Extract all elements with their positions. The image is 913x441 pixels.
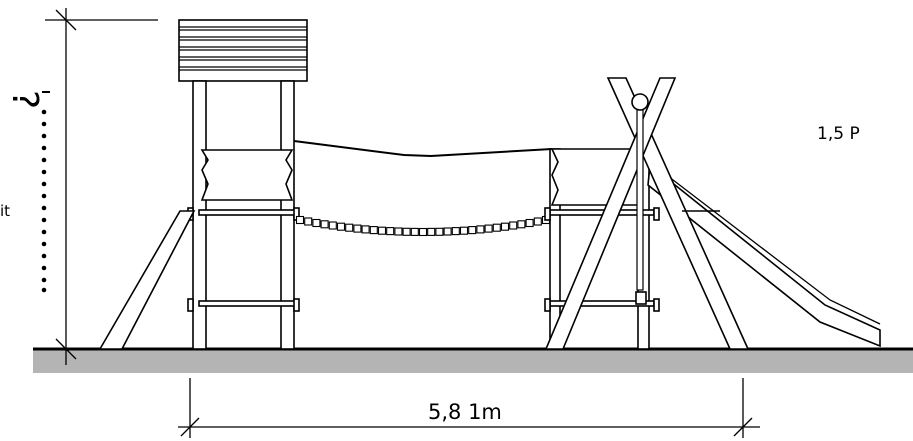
chain-bridge	[295, 215, 551, 237]
chain-link	[402, 227, 411, 236]
roof-boards	[179, 26, 307, 71]
chain-link	[509, 221, 518, 230]
ground	[33, 347, 913, 373]
height-dimension	[45, 8, 158, 365]
chain-link	[377, 226, 387, 235]
chain-link	[353, 224, 362, 233]
ground-band	[33, 350, 913, 373]
slide-chute	[647, 163, 881, 348]
chain-link	[345, 223, 354, 232]
chain-link	[336, 222, 346, 231]
left-cut-text: it	[0, 202, 10, 220]
chain-link	[484, 224, 493, 233]
unknown-height-mark: ?	[4, 90, 45, 109]
a-frame-top-bolt	[631, 93, 649, 111]
chain-link	[476, 225, 485, 234]
chain-link	[361, 225, 370, 234]
chain-link	[492, 223, 501, 232]
chain-link	[468, 226, 477, 235]
tower-deck-beam	[198, 209, 296, 216]
chain-link	[304, 217, 313, 226]
chain-link	[320, 220, 329, 229]
capacity-label: 1,5 P	[817, 124, 860, 144]
chain-link	[500, 222, 510, 231]
unknown-height-dotted-line	[41, 109, 47, 293]
chain-link	[427, 227, 436, 236]
chain-link	[410, 227, 419, 236]
a-frame-hanger	[636, 109, 644, 291]
chain-link	[451, 227, 460, 236]
chain-link	[517, 220, 526, 229]
bridge-top-rope	[293, 140, 553, 158]
chain-link	[369, 226, 378, 235]
chain-link	[295, 215, 305, 225]
slide-rail	[659, 169, 881, 325]
tower-brace	[98, 210, 196, 350]
span-dimension	[178, 378, 760, 438]
chain-link	[525, 218, 534, 228]
chain-link	[394, 227, 403, 236]
left-tower	[98, 19, 308, 350]
span-label: 5,8 1m	[428, 400, 502, 424]
right-tower	[544, 77, 881, 350]
chain-link	[418, 227, 428, 237]
chain-link	[443, 227, 452, 236]
tower-lower-beam	[198, 300, 296, 307]
chain-link	[533, 217, 542, 226]
chain-link	[312, 218, 321, 228]
chain-link	[459, 226, 469, 235]
chain-link	[386, 227, 395, 236]
tower-railing	[200, 149, 294, 201]
chain-link	[328, 221, 337, 230]
chain-link	[435, 227, 444, 236]
